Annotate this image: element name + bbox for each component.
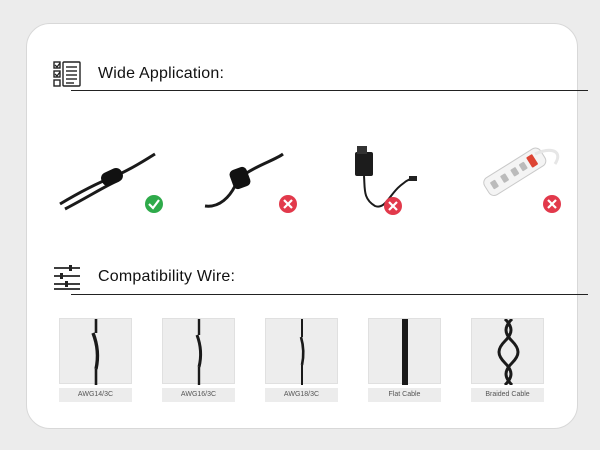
sliders-icon [54, 265, 80, 290]
wire-image [162, 318, 235, 385]
wire-awg18-3c: AWG18/3C [265, 318, 338, 402]
wide-application-header: Wide Application: [53, 58, 587, 90]
application-inline-switch-cable [55, 134, 175, 224]
wire-label: Flat Cable [368, 388, 441, 402]
section-divider [71, 294, 588, 295]
application-wall-adapter [335, 134, 455, 224]
section-divider [71, 90, 588, 91]
cross-icon [384, 197, 402, 215]
checklist-icon [53, 61, 81, 87]
cross-icon [543, 195, 561, 213]
cross-icon [279, 195, 297, 213]
wire-awg14-3c: AWG14/3C [59, 318, 132, 402]
wire-image [59, 318, 132, 385]
wire-label: AWG18/3C [265, 388, 338, 402]
wire-awg16-3c: AWG16/3C [162, 318, 235, 402]
wire-label: Braided Cable [471, 388, 544, 402]
wire-image [368, 318, 441, 385]
wire-image [471, 318, 544, 385]
section-title: Wide Application: [98, 65, 225, 82]
wire-flat-cable: Flat Cable [368, 318, 441, 402]
section-title: Compatibility Wire: [98, 268, 236, 285]
wire-image [265, 318, 338, 385]
wire-label: AWG14/3C [59, 388, 132, 402]
compatibility-wire-header: Compatibility Wire: [53, 261, 587, 293]
wire-label: AWG16/3C [162, 388, 235, 402]
check-icon [145, 195, 163, 213]
application-molded-plug-cable [195, 134, 315, 224]
application-power-strip [475, 134, 595, 224]
wire-braided-cable: Braided Cable [471, 318, 544, 402]
